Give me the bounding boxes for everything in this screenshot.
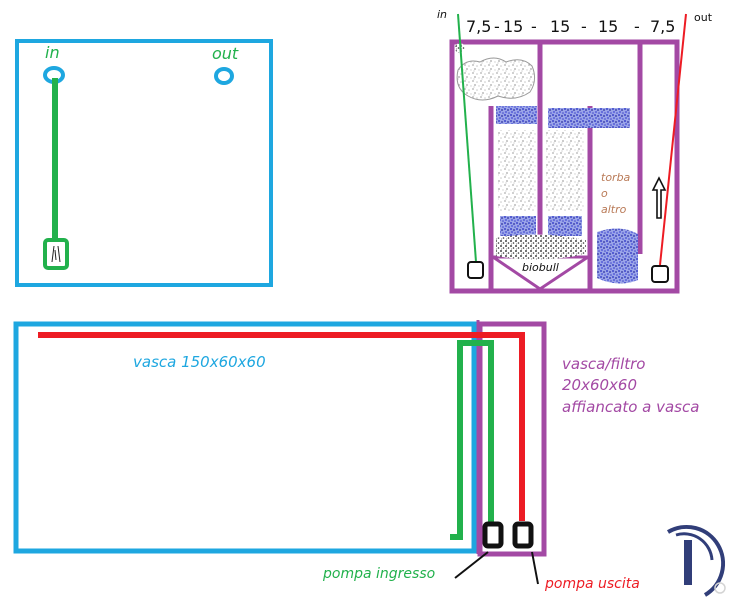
filter-desc-line-3: affiancato a vasca bbox=[562, 398, 699, 416]
return-pump-pointer bbox=[531, 551, 539, 585]
dim-4: 15 bbox=[598, 17, 618, 36]
tank-top-view-outline bbox=[15, 39, 273, 287]
up-arrow-icon bbox=[651, 176, 667, 219]
gray-media-1 bbox=[498, 130, 536, 212]
main-tank-outline bbox=[13, 321, 477, 554]
intake-pump-pointer bbox=[454, 551, 489, 579]
biobull-label: biobull bbox=[522, 261, 559, 274]
side-view: vasca 150x60x60 vasca/filtro 20x60x60 af… bbox=[13, 320, 699, 592]
dim-sep-3: - bbox=[581, 17, 587, 36]
filter-desc-line-2: 20x60x60 bbox=[562, 376, 637, 394]
dim-3: 15 bbox=[550, 17, 570, 36]
dim-sep-1: - bbox=[494, 17, 500, 36]
torba-line-3: altro bbox=[601, 203, 627, 216]
intake-pump-icon bbox=[482, 521, 504, 549]
dim-sep-2: - bbox=[531, 17, 537, 36]
outlet-circle-icon bbox=[214, 67, 234, 85]
intake-pump-label: pompa ingresso bbox=[322, 566, 435, 582]
floss-media bbox=[456, 57, 536, 101]
intake-pipe bbox=[450, 340, 494, 540]
blue-sponge-2 bbox=[548, 108, 630, 128]
filter-in-label: in bbox=[437, 8, 447, 21]
return-pipe bbox=[38, 332, 525, 521]
dim-5: 7,5 bbox=[650, 17, 675, 36]
filter-outlet-pump-icon bbox=[651, 265, 669, 283]
filter-out-label: out bbox=[694, 11, 713, 24]
return-pump-label: pompa uscita bbox=[544, 576, 640, 592]
filter-detail-outline bbox=[449, 39, 680, 294]
dim-1: 7,5 bbox=[466, 17, 491, 36]
strainer-slots-icon bbox=[51, 245, 61, 263]
tank-top-view: in out bbox=[15, 39, 273, 287]
return-pump-icon bbox=[512, 521, 534, 549]
filter-inlet-pipe bbox=[457, 13, 477, 263]
filter-inlet-strainer-icon bbox=[467, 261, 484, 279]
dim-sep-4: - bbox=[634, 17, 640, 36]
blue-sponge-4 bbox=[548, 216, 582, 236]
top-view-out-label: out bbox=[212, 44, 239, 63]
logo-icon bbox=[666, 524, 726, 597]
torba-label: torba o altro bbox=[601, 171, 631, 216]
side-filter-outline bbox=[477, 321, 547, 557]
filter-desc-line-1: vasca/filtro bbox=[562, 355, 645, 373]
dimension-row: 7,5 - 15 - 15 - 15 - 7,5 bbox=[466, 17, 675, 36]
strainer-icon bbox=[43, 238, 69, 270]
dim-2: 15 bbox=[503, 17, 523, 36]
torba-line-1: torba bbox=[601, 171, 631, 184]
torba-line-2: o bbox=[601, 187, 608, 200]
biobull-media bbox=[496, 234, 586, 260]
filter-detail: in out 7,5 - 15 - 15 - 15 - 7,5 torba o … bbox=[437, 8, 713, 294]
blue-sponge-3 bbox=[500, 216, 536, 236]
tank-label: vasca 150x60x60 bbox=[133, 353, 266, 371]
filter-description: vasca/filtro 20x60x60 affiancato a vasca bbox=[562, 355, 699, 416]
gray-media-2 bbox=[546, 130, 584, 212]
blue-sponge-1 bbox=[496, 106, 537, 124]
filter-outlet-pipe bbox=[659, 13, 687, 266]
peat-media bbox=[597, 228, 638, 284]
top-view-in-label: in bbox=[45, 43, 60, 62]
